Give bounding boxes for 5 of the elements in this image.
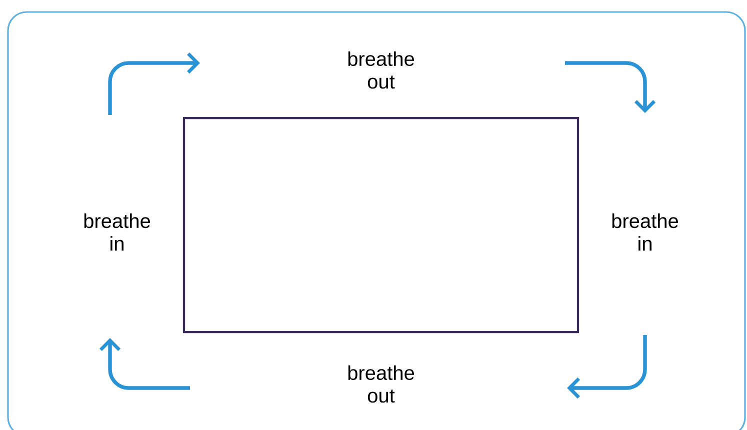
empty-box (182, 116, 580, 334)
text-label: breathe in (84, 213, 150, 251)
text-label: breathe out (348, 51, 414, 89)
text-label: breathe in (612, 213, 678, 251)
text-label: breathe out (348, 365, 414, 403)
